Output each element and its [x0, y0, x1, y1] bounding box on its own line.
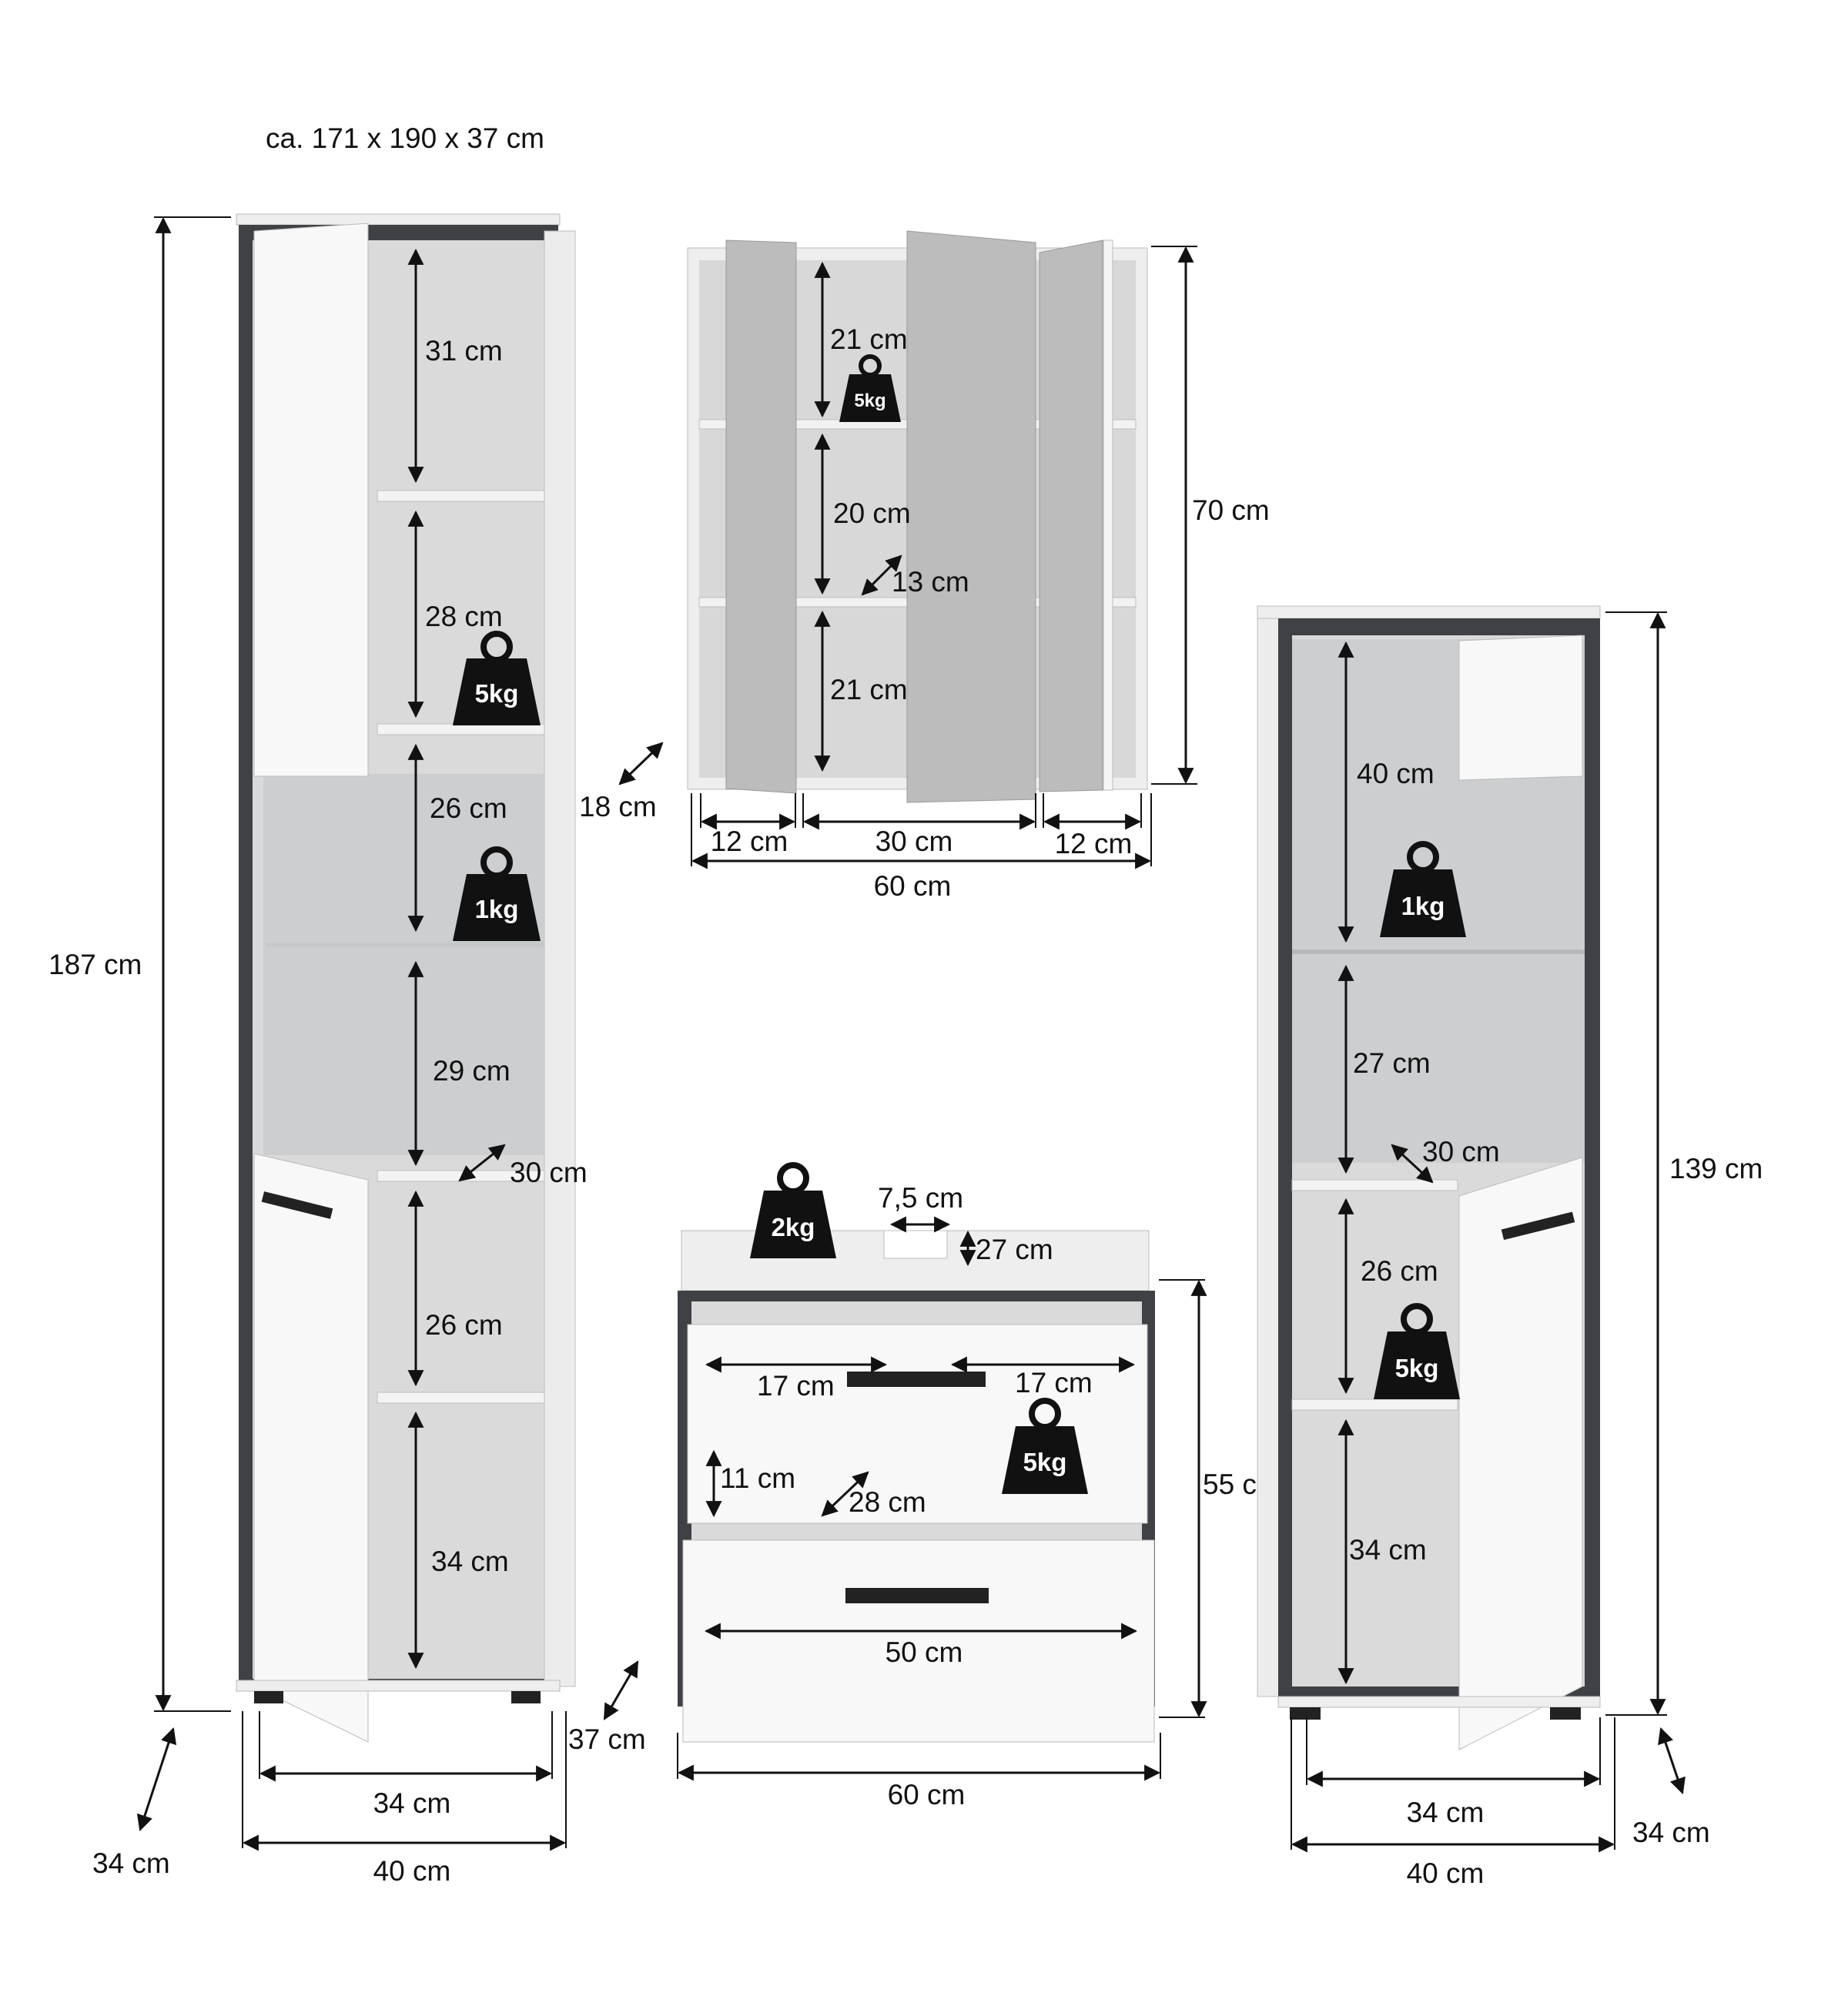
tall-lower-door [253, 1153, 369, 1743]
mirror-depth-diag-arrow [618, 742, 664, 785]
vanity-lower-drawer [682, 1539, 1155, 1743]
mid-door-handle [1501, 1211, 1575, 1241]
overall-size-caption: ca. 171 x 190 x 37 cm [266, 122, 544, 154]
tall-base-depth-label: 37 cm [568, 1723, 646, 1755]
tall-door-handle [261, 1191, 333, 1219]
mid-plinth [1277, 1696, 1601, 1708]
tall-base-depth-arrow [603, 1660, 639, 1720]
tall-compartment-6: 34 cm [431, 1546, 509, 1577]
tall-compartment-3: 26 cm [430, 792, 507, 824]
tall-height-label: 187 cm [49, 949, 142, 980]
tall-plinth [236, 1680, 561, 1692]
mirror-depth-label: 18 cm [579, 791, 657, 822]
mid-upper-door [1458, 635, 1583, 781]
weight-icon: 5kg [1002, 1398, 1088, 1494]
mid-top-panel [1257, 605, 1601, 619]
tall-depth-arrow [458, 1144, 506, 1182]
tall-depth-diag-arrow [136, 1727, 177, 1831]
mirror-middle-width-label: 30 cm [875, 826, 953, 857]
vanity-drawer-height-label: 11 cm [720, 1462, 795, 1494]
mid-glass-shelf [1292, 950, 1585, 954]
mirror-center-door [906, 230, 1036, 803]
vanity-drawer-right-label: 17 cm [1015, 1367, 1093, 1398]
vanity-drawer-depth-label: 28 cm [849, 1486, 926, 1518]
mid-outer-width-label: 40 cm [1407, 1857, 1485, 1889]
mirror-compartment-1: 21 cm [830, 323, 908, 355]
mid-shelf-depth: 30 cm [1422, 1136, 1500, 1167]
mirror-compartment-2: 20 cm [833, 497, 911, 529]
mid-shelf [1291, 1398, 1458, 1411]
weight-icon: 1kg [453, 846, 541, 941]
mirror-left-width-label: 12 cm [711, 826, 788, 857]
vanity-cutout-width-label: 7,5 cm [878, 1182, 963, 1214]
mirror-depth-arrow [861, 554, 902, 596]
mid-depth-arrow [1391, 1144, 1434, 1184]
weight-icon: 1kg [1380, 841, 1466, 937]
vanity-lower-drawer-label: 50 cm [886, 1636, 963, 1668]
mirror-total-width-label: 60 cm [874, 870, 952, 902]
svg-text:2kg: 2kg [772, 1213, 815, 1241]
tall-compartment-2: 28 cm [425, 601, 503, 632]
tall-inner-width-label: 34 cm [373, 1787, 451, 1819]
vanity-unit: 7,5 cm 27 cm 17 cm 17 cm 11 cm 28 cm 50 … [677, 1162, 1281, 1810]
mirror-compartment-3: 21 cm [830, 674, 908, 705]
vanity-drawer-left-label: 17 cm [757, 1370, 835, 1402]
tall-upper-door [253, 223, 369, 777]
vanity-upper-handle [847, 1372, 986, 1387]
tall-depth-label: 34 cm [92, 1847, 170, 1879]
tall-outer-width-label: 40 cm [373, 1855, 451, 1887]
mid-cabinet: 40 cm 27 cm 26 cm 34 cm 30 cm 1kg 5kg 13… [1257, 605, 1763, 1889]
weight-icon: 5kg [1374, 1303, 1460, 1399]
vanity-cutout-depth-label: 27 cm [976, 1234, 1053, 1265]
tall-foot [254, 1691, 283, 1703]
mirror-shelf-depth: 13 cm [892, 566, 969, 598]
mid-height-label: 139 cm [1669, 1153, 1763, 1184]
tall-top-panel [236, 213, 561, 226]
tall-foot [511, 1691, 541, 1703]
tall-shelf [377, 490, 545, 502]
mid-foot [1550, 1707, 1581, 1720]
tall-shelf [377, 723, 545, 735]
tall-shelf [377, 1392, 545, 1404]
tall-side-panel [544, 230, 576, 1687]
tall-compartment-1: 31 cm [425, 335, 503, 367]
mirror-right-door [1039, 239, 1103, 792]
weight-icon: 5kg [839, 354, 901, 422]
mid-compartment-2: 27 cm [1353, 1047, 1431, 1079]
mid-lower-door [1458, 1157, 1583, 1750]
mid-foot [1290, 1707, 1321, 1720]
mid-inner-width-label: 34 cm [1407, 1797, 1485, 1828]
mid-compartment-4: 34 cm [1349, 1534, 1427, 1566]
tall-glass-door [263, 774, 544, 1155]
mirror-height-label: 70 cm [1192, 494, 1270, 526]
mirror-left-door [725, 239, 797, 794]
svg-text:5kg: 5kg [1023, 1448, 1067, 1476]
svg-text:1kg: 1kg [475, 895, 519, 923]
svg-text:5kg: 5kg [475, 679, 519, 708]
mid-depth-diag-arrow [1658, 1727, 1686, 1794]
mid-compartment-3: 26 cm [1361, 1255, 1438, 1287]
tall-compartment-5: 26 cm [425, 1309, 503, 1341]
vanity-drawer-depth-arrow [821, 1471, 869, 1517]
tall-shelf-depth: 30 cm [510, 1157, 588, 1188]
mid-compartment-1: 40 cm [1357, 758, 1435, 789]
mid-side-panel [1257, 618, 1281, 1697]
tall-cabinet: 31 cm 28 cm 26 cm 29 cm 26 cm 34 cm 30 c… [49, 213, 646, 1887]
weight-icon: 2kg [750, 1162, 836, 1258]
tall-compartment-4: 29 cm [433, 1055, 511, 1087]
svg-text:5kg: 5kg [854, 390, 886, 411]
svg-text:5kg: 5kg [1395, 1354, 1439, 1382]
vanity-lower-handle [845, 1588, 989, 1603]
vanity-width-label: 60 cm [888, 1779, 966, 1810]
svg-text:1kg: 1kg [1401, 892, 1445, 920]
vanity-cutout [883, 1230, 948, 1259]
mid-depth-label: 34 cm [1632, 1817, 1710, 1848]
mirror-right-width-label: 12 cm [1055, 828, 1133, 859]
mirror-cabinet: 21 cm 20 cm 21 cm 13 cm 5kg 70 cm 18 cm … [579, 230, 1270, 902]
weight-icon: 5kg [453, 631, 541, 725]
mirror-edge [1103, 239, 1113, 791]
